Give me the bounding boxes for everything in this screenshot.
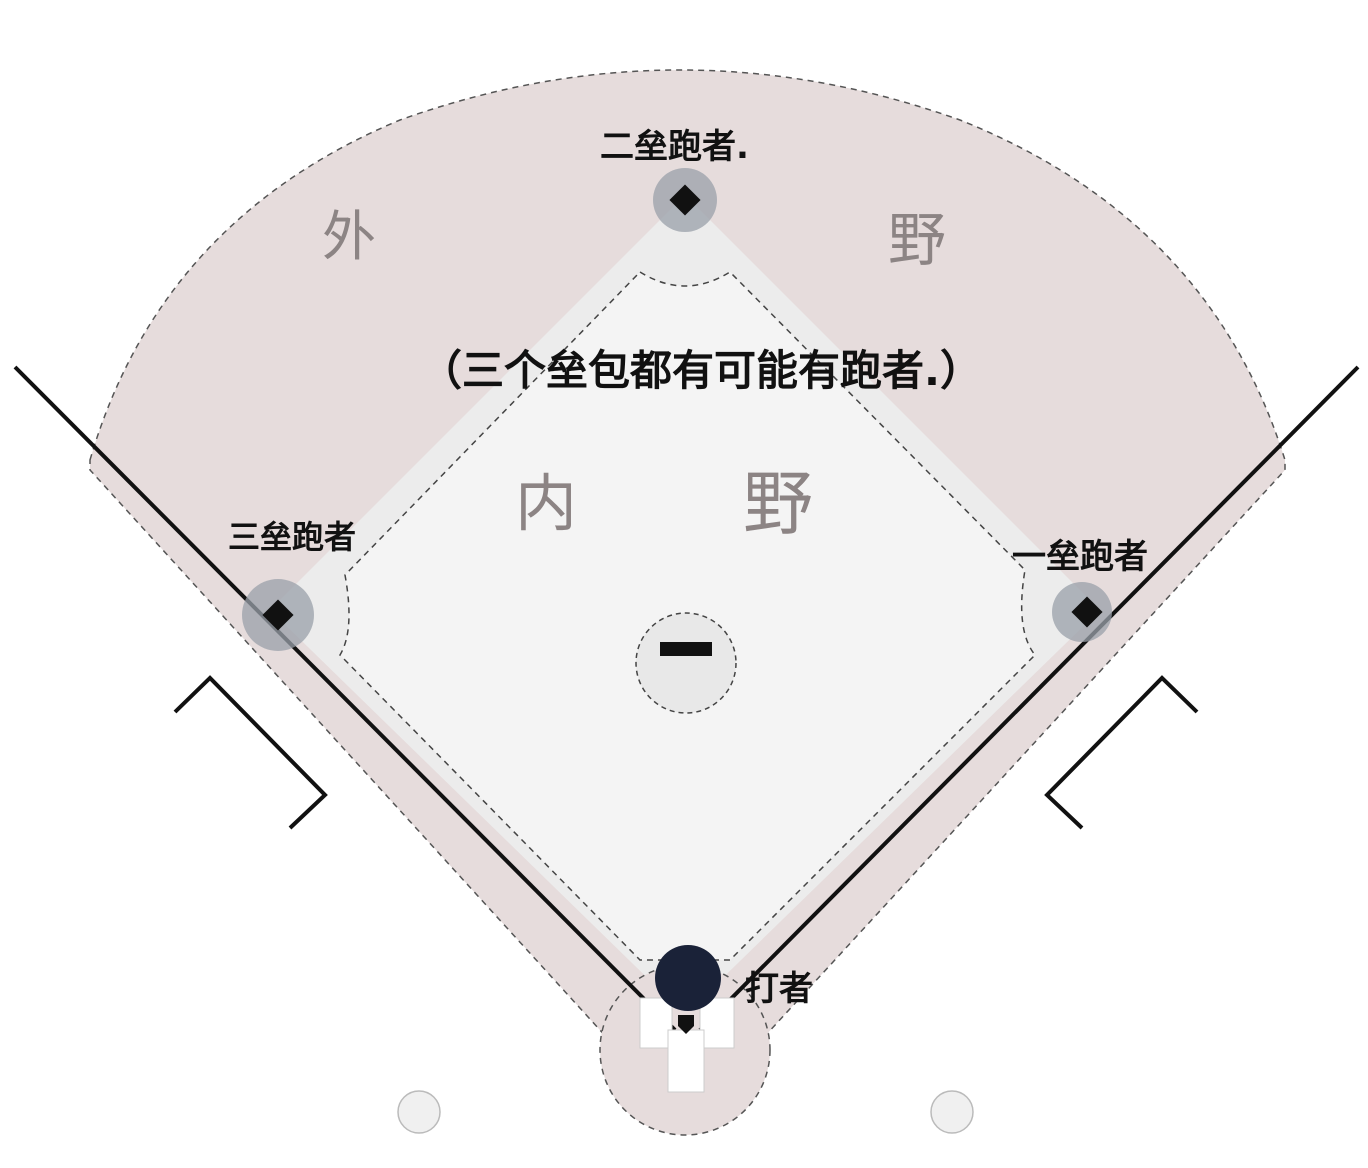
pitcher-rubber-icon xyxy=(660,642,712,656)
left-batter-box xyxy=(639,997,673,1049)
first-base-coach-box xyxy=(1044,675,1199,830)
on-deck-circle-left xyxy=(397,1090,441,1134)
first-base-foul-line xyxy=(698,365,1360,1032)
outfield-label-right: 野 xyxy=(888,206,946,274)
catcher-box xyxy=(667,1029,705,1093)
right-batter-box xyxy=(699,997,735,1049)
third-base-runner-label: 三垒跑者 xyxy=(228,518,356,556)
batter-head-icon xyxy=(655,945,721,1011)
base-diamond-icon xyxy=(262,599,294,631)
batter-label: 打者 xyxy=(745,969,813,1009)
infield-label-right: 野 xyxy=(743,463,813,545)
third-base-foul-line xyxy=(13,365,677,1032)
second-base-runner-label: 二垒跑者. xyxy=(600,127,749,167)
outfield-label-left: 外 xyxy=(322,205,376,268)
home-plate-icon xyxy=(678,1015,694,1034)
pitcher-mound xyxy=(635,612,737,714)
on-deck-circle-right xyxy=(930,1090,974,1134)
third-base-coach-box xyxy=(173,675,328,830)
base-note-label: （三个垒包都有可能有跑者.） xyxy=(420,346,982,395)
infield-label-left: 内 xyxy=(515,467,577,540)
first-base-runner-label: 一垒跑者 xyxy=(1012,537,1148,577)
